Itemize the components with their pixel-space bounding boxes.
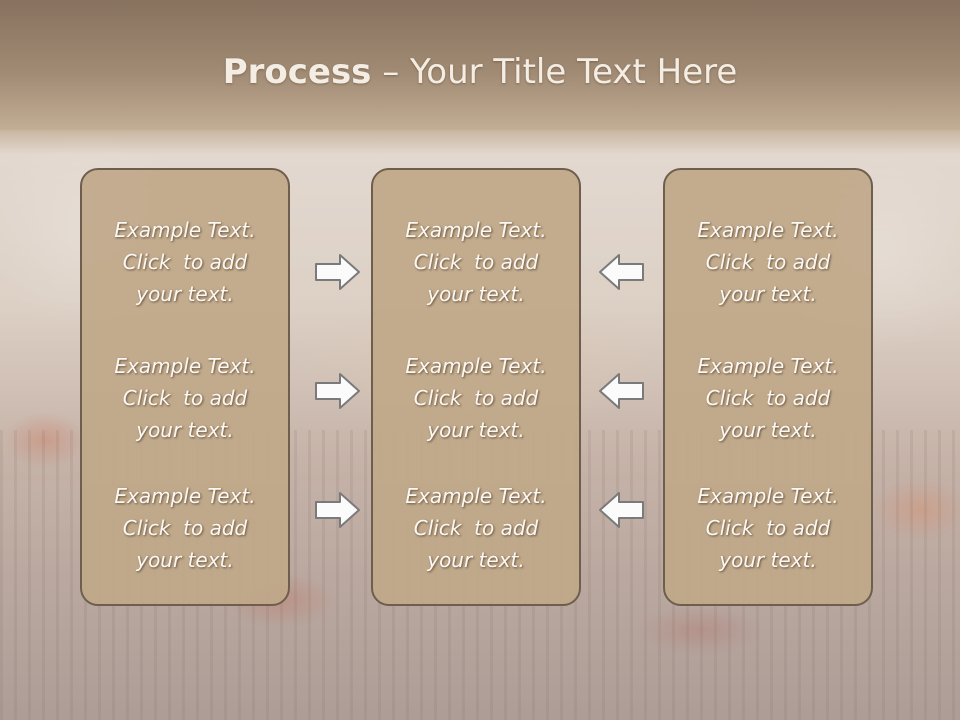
process-box-center[interactable]: Example Text. Click to add your text. Ex… <box>371 168 581 606</box>
process-box-right[interactable]: Example Text. Click to add your text. Ex… <box>663 168 873 606</box>
text-line: Example Text. <box>405 484 547 508</box>
text-line: your text. <box>427 548 525 572</box>
left-arrow-icon[interactable] <box>597 371 645 411</box>
text-block[interactable]: Example Text. Click to add your text. <box>665 480 871 576</box>
right-arrow-icon[interactable] <box>314 252 362 292</box>
text-line: Click to add <box>413 516 539 540</box>
title-bar <box>0 0 960 155</box>
slide-title-bold: Process <box>222 52 372 92</box>
text-line: your text. <box>427 282 525 306</box>
text-line: your text. <box>719 418 817 442</box>
text-block[interactable]: Example Text. Click to add your text. <box>373 214 579 310</box>
text-block[interactable]: Example Text. Click to add your text. <box>82 214 288 310</box>
text-line: Click to add <box>122 516 248 540</box>
text-line: Click to add <box>705 250 831 274</box>
text-line: your text. <box>427 418 525 442</box>
text-line: Click to add <box>705 516 831 540</box>
text-line: Click to add <box>705 386 831 410</box>
text-line: Click to add <box>413 386 539 410</box>
text-block[interactable]: Example Text. Click to add your text. <box>373 480 579 576</box>
slide-title[interactable]: Process – Your Title Text Here <box>0 52 960 92</box>
text-line: Click to add <box>413 250 539 274</box>
slide-title-rest: – Your Title Text Here <box>371 52 738 92</box>
left-arrow-icon[interactable] <box>597 490 645 530</box>
right-arrow-icon[interactable] <box>314 490 362 530</box>
text-block[interactable]: Example Text. Click to add your text. <box>665 214 871 310</box>
text-block[interactable]: Example Text. Click to add your text. <box>665 350 871 446</box>
text-block[interactable]: Example Text. Click to add your text. <box>82 350 288 446</box>
text-line: Click to add <box>122 250 248 274</box>
left-arrow-icon[interactable] <box>597 252 645 292</box>
text-line: Example Text. <box>405 218 547 242</box>
text-block[interactable]: Example Text. Click to add your text. <box>373 350 579 446</box>
text-line: your text. <box>719 548 817 572</box>
text-line: Click to add <box>122 386 248 410</box>
text-line: your text. <box>719 282 817 306</box>
text-line: Example Text. <box>697 484 839 508</box>
process-box-left[interactable]: Example Text. Click to add your text. Ex… <box>80 168 290 606</box>
text-line: Example Text. <box>405 354 547 378</box>
text-line: Example Text. <box>114 218 256 242</box>
text-line: Example Text. <box>114 354 256 378</box>
right-arrow-icon[interactable] <box>314 371 362 411</box>
text-line: your text. <box>136 282 234 306</box>
text-line: your text. <box>136 548 234 572</box>
text-line: your text. <box>136 418 234 442</box>
text-block[interactable]: Example Text. Click to add your text. <box>82 480 288 576</box>
text-line: Example Text. <box>697 354 839 378</box>
text-line: Example Text. <box>114 484 256 508</box>
text-line: Example Text. <box>697 218 839 242</box>
